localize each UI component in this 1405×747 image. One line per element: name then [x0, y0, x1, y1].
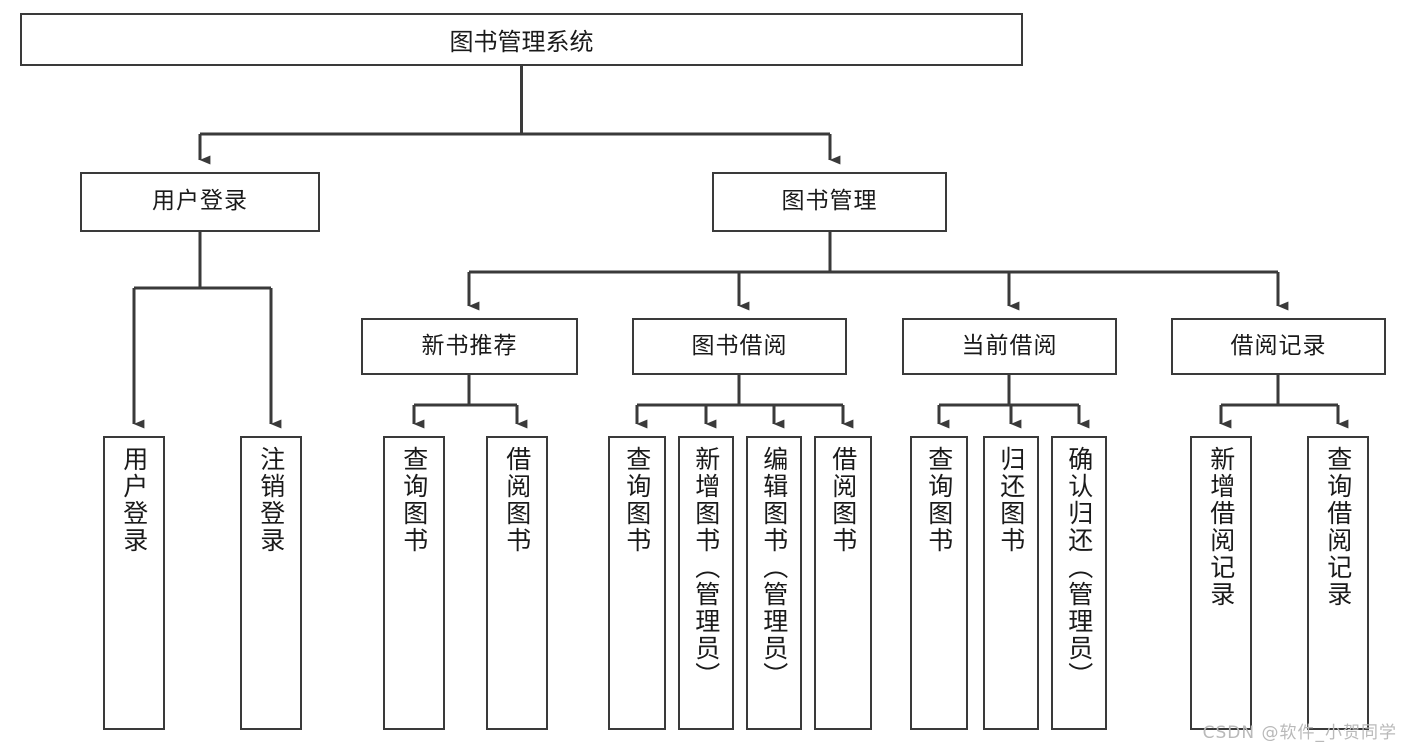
node-user-login[interactable]: 用户登录 — [80, 172, 320, 232]
node-borrow-record-label: 借阅记录 — [1230, 332, 1327, 359]
leaf-bb-borrow-book-label: 借阅图书 — [828, 446, 858, 554]
leaf-bb-add-book-admin[interactable]: 新增图书（管理员） — [678, 436, 734, 730]
leaf-cb-return-book[interactable]: 归还图书 — [983, 436, 1039, 730]
leaf-cb-return-book-label: 归还图书 — [996, 446, 1026, 554]
leaf-br-add-record-label: 新增借阅记录 — [1206, 446, 1236, 608]
leaf-user-login-label: 用户登录 — [119, 446, 149, 554]
leaf-cb-query-book-label: 查询图书 — [924, 446, 954, 554]
node-book-borrow[interactable]: 图书借阅 — [632, 318, 847, 375]
node-book-management[interactable]: 图书管理 — [712, 172, 947, 232]
leaf-bb-edit-book-admin-label: 编辑图书（管理员） — [759, 446, 789, 689]
leaf-logout[interactable]: 注销登录 — [240, 436, 302, 730]
leaf-cb-confirm-return-admin-label: 确认归还（管理员） — [1064, 446, 1094, 689]
leaf-nb-query-book[interactable]: 查询图书 — [383, 436, 445, 730]
leaf-nb-borrow-book[interactable]: 借阅图书 — [486, 436, 548, 730]
node-book-borrow-label: 图书借阅 — [691, 332, 788, 359]
node-current-borrow-label: 当前借阅 — [961, 332, 1058, 359]
leaf-cb-confirm-return-admin[interactable]: 确认归还（管理员） — [1051, 436, 1107, 730]
leaf-bb-add-book-admin-label: 新增图书（管理员） — [691, 446, 721, 689]
leaf-nb-query-book-label: 查询图书 — [399, 446, 429, 554]
leaf-br-query-record[interactable]: 查询借阅记录 — [1307, 436, 1369, 730]
leaf-br-add-record[interactable]: 新增借阅记录 — [1190, 436, 1252, 730]
node-current-borrow[interactable]: 当前借阅 — [902, 318, 1117, 375]
watermark: CSDN @软件_小贺同学 — [1202, 723, 1397, 743]
leaf-bb-query-book-label: 查询图书 — [622, 446, 652, 554]
leaf-cb-query-book[interactable]: 查询图书 — [910, 436, 968, 730]
leaf-bb-borrow-book[interactable]: 借阅图书 — [814, 436, 872, 730]
node-new-book-recommend[interactable]: 新书推荐 — [361, 318, 578, 375]
leaf-bb-query-book[interactable]: 查询图书 — [608, 436, 666, 730]
node-new-book-recommend-label: 新书推荐 — [421, 332, 518, 359]
node-root[interactable]: 图书管理系统 — [20, 13, 1023, 66]
leaf-nb-borrow-book-label: 借阅图书 — [502, 446, 532, 554]
leaf-user-login[interactable]: 用户登录 — [103, 436, 165, 730]
leaf-logout-label: 注销登录 — [256, 446, 286, 554]
node-user-login-label: 用户登录 — [152, 188, 248, 215]
node-root-label: 图书管理系统 — [449, 28, 594, 56]
leaf-br-query-record-label: 查询借阅记录 — [1323, 446, 1353, 608]
node-book-management-label: 图书管理 — [781, 188, 878, 215]
leaf-bb-edit-book-admin[interactable]: 编辑图书（管理员） — [746, 436, 802, 730]
node-borrow-record[interactable]: 借阅记录 — [1171, 318, 1386, 375]
